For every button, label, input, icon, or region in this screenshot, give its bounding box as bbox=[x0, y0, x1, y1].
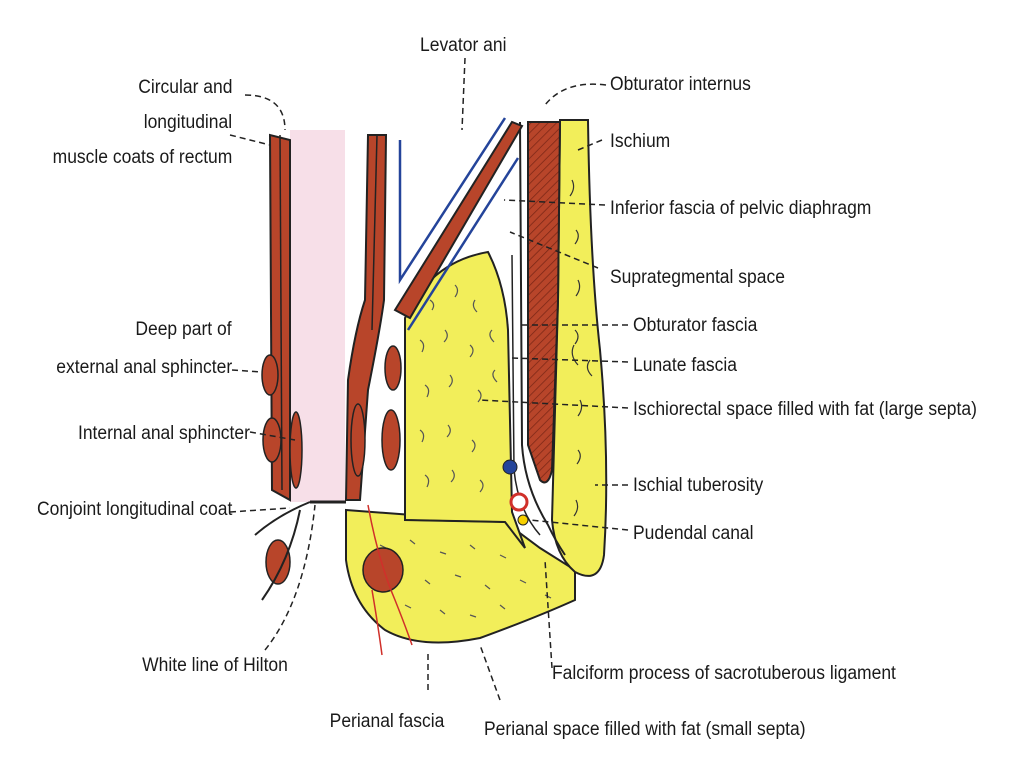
label-ischial-tuberosity: Ischial tuberosity bbox=[633, 475, 764, 496]
label-obturator-internus: Obturator internus bbox=[610, 74, 751, 95]
label-lunate-fascia: Lunate fascia bbox=[633, 355, 737, 376]
label-deep-sphincter-2: external anal sphincter bbox=[56, 357, 232, 378]
label-deep-sphincter-1: Deep part of bbox=[135, 319, 232, 340]
perianal-fascia-line-2 bbox=[371, 589, 383, 656]
label-circular-coats-2: longitudinal bbox=[143, 112, 232, 133]
left-skin-outline bbox=[254, 501, 311, 536]
label-circular-coats-1: Circular and bbox=[137, 77, 232, 98]
label-inferior-fascia: Inferior fascia of pelvic diaphragm bbox=[610, 198, 872, 219]
inferior-fascia-blue bbox=[406, 157, 520, 331]
ischium bbox=[550, 119, 608, 577]
label-conjoint-coat: Conjoint longitudinal coat bbox=[36, 499, 232, 520]
left-wall-inner-line bbox=[279, 134, 283, 491]
superior-fascia-blue bbox=[398, 117, 507, 285]
fat-septa bbox=[379, 284, 552, 618]
levator-ani bbox=[393, 120, 524, 320]
right-wall-inner-line bbox=[371, 134, 378, 331]
label-obturator-fascia: Obturator fascia bbox=[633, 315, 758, 336]
internal-sphincter-left bbox=[262, 417, 282, 463]
label-perianal-fascia: Perianal fascia bbox=[329, 711, 445, 732]
label-pudendal-canal: Pudendal canal bbox=[633, 523, 754, 544]
left-skin-curve bbox=[261, 509, 301, 601]
perianal-fascia-line bbox=[367, 504, 413, 646]
internal-sphincter-right bbox=[381, 409, 401, 471]
label-white-line: White line of Hilton bbox=[142, 655, 288, 676]
label-falciform: Falciform process of sacrotuberous ligam… bbox=[552, 663, 896, 684]
label-suprategmental: Suprategmental space bbox=[610, 267, 785, 288]
label-internal-sphincter: Internal anal sphincter bbox=[78, 423, 250, 444]
subcutaneous-sphincter-left bbox=[265, 539, 291, 585]
obturator-internus bbox=[527, 121, 562, 484]
internal-sphincter-inner-left bbox=[289, 411, 303, 489]
label-perianal-space: Perianal space filled with fat (small se… bbox=[484, 719, 806, 740]
label-ischium: Ischium bbox=[610, 131, 671, 152]
pudendal-vein bbox=[502, 459, 518, 475]
label-ischiorectal: Ischiorectal space filled with fat (larg… bbox=[633, 399, 977, 420]
deep-external-sphincter-right bbox=[384, 345, 402, 391]
label-circular-coats-3: muscle coats of rectum bbox=[52, 147, 232, 168]
pudendal-artery bbox=[509, 492, 529, 512]
leader-lines bbox=[229, 57, 629, 701]
pudendal-nerve bbox=[517, 514, 529, 526]
deep-external-sphincter-left bbox=[261, 354, 279, 396]
ischium-texture bbox=[569, 179, 593, 517]
internal-sphincter-inner-right bbox=[350, 403, 366, 477]
label-levator-ani: Levator ani bbox=[420, 35, 507, 56]
subcutaneous-sphincter-right bbox=[362, 547, 404, 593]
septum-line bbox=[404, 519, 506, 523]
